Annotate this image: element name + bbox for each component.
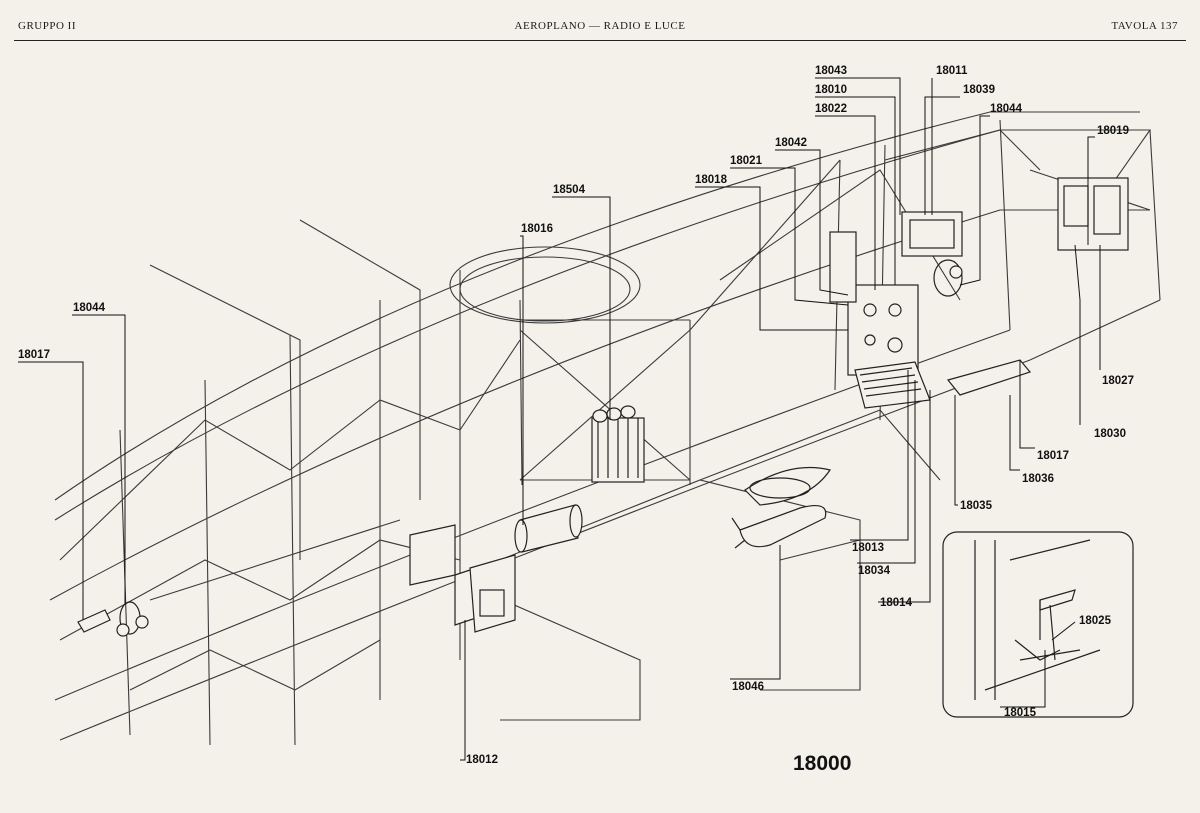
label-18014: 18014 bbox=[880, 597, 913, 609]
label-18504: 18504 bbox=[553, 184, 586, 196]
label-18017-right: 18017 bbox=[1037, 450, 1069, 462]
label-18046: 18046 bbox=[732, 681, 764, 693]
label-18036: 18036 bbox=[1022, 473, 1054, 485]
equipment-items bbox=[77, 177, 1129, 637]
label-18027: 18027 bbox=[1102, 375, 1134, 387]
header-plate: TAVOLA 137 bbox=[1111, 20, 1178, 32]
label-18042: 18042 bbox=[775, 137, 807, 149]
detail-inset bbox=[942, 531, 1134, 718]
label-18011: 18011 bbox=[936, 65, 968, 77]
label-18019: 18019 bbox=[1097, 125, 1129, 137]
label-18018: 18018 bbox=[695, 174, 728, 186]
label-18013: 18013 bbox=[852, 542, 884, 554]
label-18034: 18034 bbox=[858, 565, 891, 577]
header-title: AEROPLANO — RADIO E LUCE bbox=[514, 20, 686, 32]
label-18030: 18030 bbox=[1094, 428, 1126, 440]
header-group: GRUPPO II bbox=[18, 20, 76, 32]
label-18022: 18022 bbox=[815, 103, 847, 115]
label-18021: 18021 bbox=[730, 155, 763, 167]
plate-number: 18000 bbox=[793, 752, 851, 775]
leader-lines bbox=[18, 77, 1101, 761]
label-18035: 18035 bbox=[960, 500, 993, 512]
label-18010: 18010 bbox=[815, 84, 847, 96]
label-18015: 18015 bbox=[1004, 707, 1037, 719]
label-18012: 18012 bbox=[466, 754, 498, 766]
label-18025: 18025 bbox=[1079, 615, 1112, 627]
label-18044-top: 18044 bbox=[990, 103, 1023, 115]
fuselage-frame bbox=[49, 111, 1161, 746]
label-18016: 18016 bbox=[521, 223, 553, 235]
label-18043: 18043 bbox=[815, 65, 847, 77]
header-rule bbox=[14, 40, 1186, 41]
label-18039: 18039 bbox=[963, 84, 995, 96]
label-18017-left: 18017 bbox=[18, 349, 50, 361]
callout-labels: 18043 18011 18010 18039 18022 18044 1801… bbox=[18, 65, 1134, 775]
label-18044-left: 18044 bbox=[73, 302, 106, 314]
plate-header: GRUPPO II AEROPLANO — RADIO E LUCE TAVOL… bbox=[0, 0, 1200, 42]
